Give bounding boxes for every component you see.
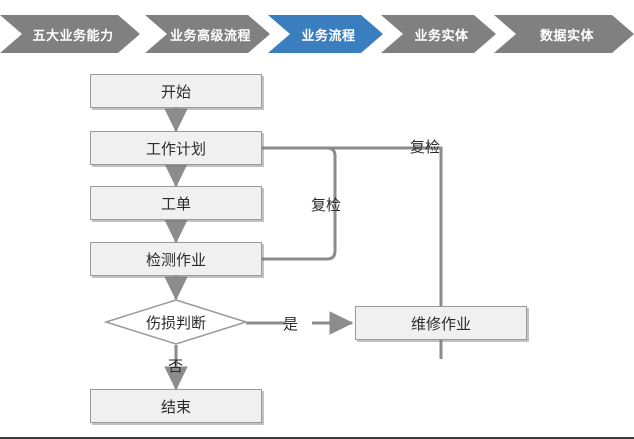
breadcrumb-label-3: 业务实体 bbox=[414, 28, 469, 44]
node-decide-label: 伤损判断 bbox=[145, 313, 206, 332]
node-workorder-label: 工单 bbox=[160, 194, 191, 213]
node-end-label: 结束 bbox=[160, 397, 191, 416]
breadcrumb-chevron-2[interactable] bbox=[268, 15, 383, 53]
node-end[interactable]: 结束 bbox=[90, 389, 262, 423]
flowchart-connectors bbox=[103, 108, 443, 391]
node-repair[interactable]: 维修作业 bbox=[355, 306, 527, 340]
breadcrumb-item-0[interactable]: 五大业务能力 bbox=[0, 15, 140, 53]
breadcrumb-item-2[interactable]: 业务流程 bbox=[268, 15, 383, 53]
node-plan-label: 工作计划 bbox=[145, 139, 206, 158]
edge-label-recheck-outer: 复检 bbox=[410, 138, 441, 156]
node-decide-shape[interactable] bbox=[103, 299, 249, 345]
edge-label-recheck-inner: 复检 bbox=[311, 196, 342, 214]
node-workorder[interactable]: 工单 bbox=[90, 186, 262, 220]
breadcrumb-label-0: 五大业务能力 bbox=[32, 28, 114, 44]
breadcrumb-label-4: 数据实体 bbox=[539, 28, 594, 44]
breadcrumb-label-2: 业务流程 bbox=[301, 28, 356, 44]
edge-label-no: 否 bbox=[168, 357, 184, 375]
node-start[interactable]: 开始 bbox=[90, 74, 262, 108]
breadcrumb-chevron-1[interactable] bbox=[145, 15, 270, 53]
flowchart: 开始 工作计划 工单 检测作业 维修作业 结束 伤损判断 复检 复检 是 否 bbox=[0, 55, 634, 437]
node-inspect[interactable]: 检测作业 bbox=[90, 242, 262, 276]
connector-recheck-outer bbox=[184, 136, 443, 359]
breadcrumb-label-1: 业务高级流程 bbox=[169, 28, 251, 44]
breadcrumb-item-4[interactable]: 数据实体 bbox=[494, 15, 634, 53]
breadcrumb-item-1[interactable]: 业务高级流程 bbox=[145, 15, 270, 53]
breadcrumb-chevron-3[interactable] bbox=[381, 15, 496, 53]
node-repair-label: 维修作业 bbox=[410, 314, 471, 333]
breadcrumb-item-3[interactable]: 业务实体 bbox=[381, 15, 496, 53]
edge-label-yes: 是 bbox=[283, 315, 299, 333]
breadcrumb-chevron-4[interactable] bbox=[494, 15, 634, 53]
node-inspect-label: 检测作业 bbox=[145, 250, 206, 269]
node-plan[interactable]: 工作计划 bbox=[90, 131, 262, 165]
breadcrumb-shapes bbox=[0, 15, 634, 53]
breadcrumb-chevron-0[interactable] bbox=[0, 15, 140, 53]
node-start-label: 开始 bbox=[160, 82, 191, 101]
breadcrumb: 五大业务能力 业务高级流程 业务流程 业务实体 数据实体 bbox=[0, 15, 634, 53]
